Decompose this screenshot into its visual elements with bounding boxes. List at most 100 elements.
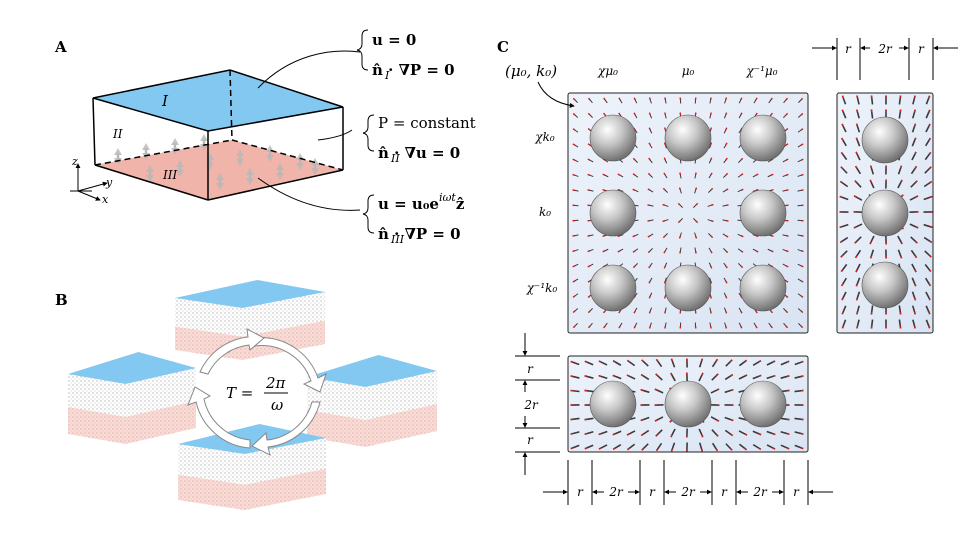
sphere [589, 114, 637, 162]
vector-tip [648, 280, 651, 284]
vector-tip [725, 235, 729, 238]
vector-tip [584, 375, 588, 378]
vector-tip [928, 109, 931, 113]
region-label-i: I [161, 92, 169, 110]
vector-tip [770, 173, 774, 176]
vector-tip [663, 280, 667, 284]
slab-left [68, 352, 196, 444]
vector-tip [772, 360, 776, 363]
vector-tip [869, 179, 872, 183]
vector-tip [632, 250, 636, 253]
vector-tip [900, 194, 904, 198]
vector-tip [618, 97, 621, 101]
col-label-3: χ⁻¹μ₀ [745, 64, 777, 78]
sphere [739, 380, 787, 428]
gray-arrow [246, 168, 254, 185]
dim-bottom-2r: 2r [680, 485, 696, 499]
sphere [739, 114, 787, 162]
vector-tip [572, 325, 576, 329]
vector-tip [841, 283, 844, 287]
gray-arrow [266, 145, 274, 162]
gray-arrow [236, 149, 244, 166]
vector-tip [709, 127, 712, 131]
bottom-face [95, 140, 343, 200]
vector-tip [929, 240, 933, 243]
vector-tip [662, 219, 666, 223]
vector-tip [785, 325, 788, 329]
vector-tip [785, 97, 788, 101]
panel-label-b: B [55, 291, 68, 309]
vector-tip [800, 158, 804, 161]
vector-tip [841, 123, 844, 127]
vector-tip [572, 113, 576, 116]
vector-tip [725, 127, 728, 131]
vector-tip [572, 143, 576, 146]
vector-tip [840, 166, 844, 170]
vector-tip [755, 310, 758, 314]
vector-tip [587, 143, 591, 146]
dim-bottom-2r: 2r [608, 485, 624, 499]
vector-tip [900, 241, 903, 245]
vector-tip [800, 375, 804, 378]
cycle-arrows [187, 328, 327, 456]
vector-tip [725, 250, 729, 254]
vector-tip [800, 432, 804, 435]
gray-arrow [276, 163, 284, 180]
vector-tip [929, 195, 933, 199]
vector-tip [725, 142, 728, 146]
bc-top-line1: u = 0 [372, 31, 416, 49]
vector-tip [800, 143, 804, 146]
vector-tip [640, 374, 644, 377]
region-label-iii: III [162, 168, 177, 182]
vector-tip [841, 109, 844, 113]
vector-tip [839, 240, 843, 244]
vector-tip [710, 187, 714, 191]
vector-tip [770, 112, 773, 116]
vector-tip [899, 165, 903, 169]
vector-tip [710, 250, 713, 254]
vector-tip [716, 388, 720, 391]
bc-side-line2: n̂ · ∇u = 0 [378, 144, 460, 162]
vector-tip [677, 220, 681, 224]
vector-tip [730, 373, 734, 377]
vector-tip [663, 250, 666, 254]
slab-left-bottom [68, 407, 126, 444]
vector-tip [740, 265, 744, 269]
vector-tip [928, 311, 931, 315]
vector-tip [855, 151, 858, 155]
vector-tip [648, 97, 652, 101]
vector-tip [710, 219, 714, 223]
vector-tip [740, 97, 743, 101]
vector-tip [855, 283, 858, 287]
vector-tip [662, 187, 666, 191]
row-label-1: χk₀ [534, 130, 555, 144]
panel-label-c: C [497, 38, 509, 56]
vector-tip [856, 325, 859, 329]
vector-tip [612, 433, 616, 436]
vector-tip [647, 235, 651, 238]
vector-tip [913, 95, 916, 99]
vector-tip [869, 255, 873, 259]
axis-x-label: x [102, 193, 109, 206]
bc-top-line2: n̂ · ∇P = 0 [372, 61, 455, 79]
vector-tip [785, 295, 789, 298]
dim-top-r1: r [845, 42, 852, 56]
vector-tip [602, 189, 606, 192]
period-numerator: 2π [265, 374, 287, 392]
vector-tip [664, 127, 667, 131]
vector-tip [744, 359, 748, 363]
panel-label-a: A [54, 38, 67, 56]
vector-tip [572, 310, 576, 313]
sphere [664, 264, 712, 312]
vector-tip [633, 325, 636, 329]
vector-tip [655, 373, 659, 377]
vector-tip [785, 112, 789, 116]
sphere [739, 189, 787, 237]
vector-tip [929, 180, 933, 184]
region-label-ii: II [112, 127, 123, 141]
vector-tip [785, 173, 789, 176]
vector-tip [855, 123, 859, 127]
vector-tip [632, 265, 636, 269]
vector-tip [755, 250, 759, 253]
panel-a-box [92, 69, 344, 201]
